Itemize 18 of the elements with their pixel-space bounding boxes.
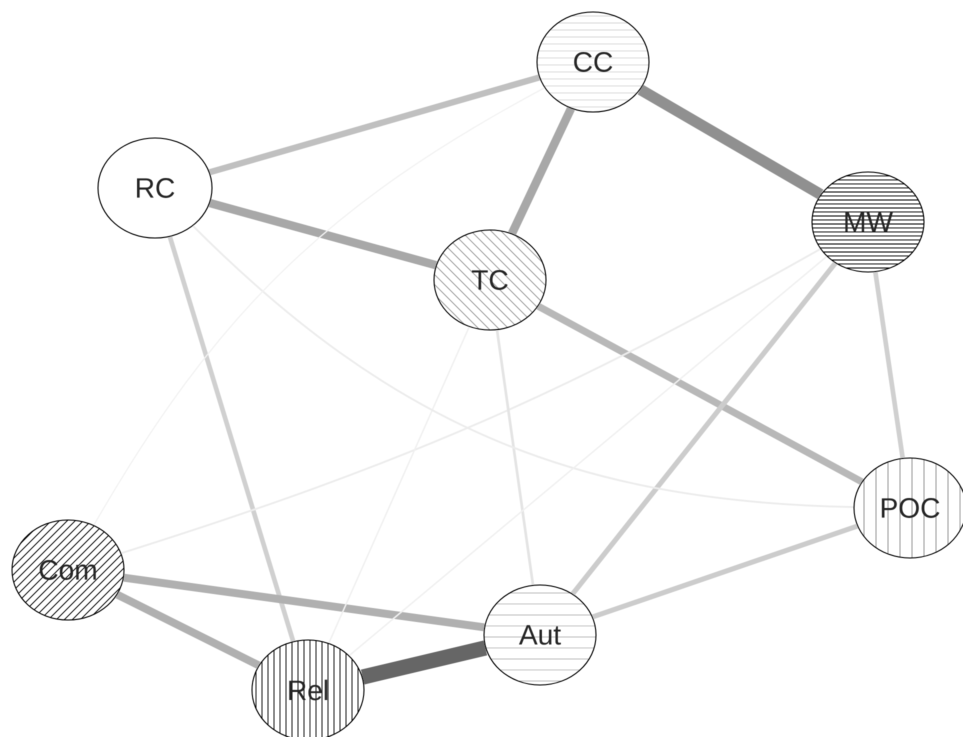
edge-line	[192, 225, 854, 508]
edge-line	[638, 84, 824, 200]
edge-line	[116, 591, 260, 669]
edge-line	[508, 106, 575, 236]
edge-line	[496, 330, 534, 586]
edge-line	[873, 272, 905, 458]
edge-line	[168, 236, 296, 642]
edge-line	[328, 326, 470, 644]
edge-line	[348, 256, 828, 656]
edge-line	[592, 524, 858, 620]
edge-line	[208, 74, 540, 176]
edge-line	[570, 262, 838, 596]
edge-line	[536, 303, 864, 485]
edge-line	[360, 640, 488, 684]
edge-line	[93, 87, 545, 526]
edge-line	[123, 574, 485, 632]
edge-line	[208, 198, 438, 270]
edge-line	[121, 248, 821, 554]
